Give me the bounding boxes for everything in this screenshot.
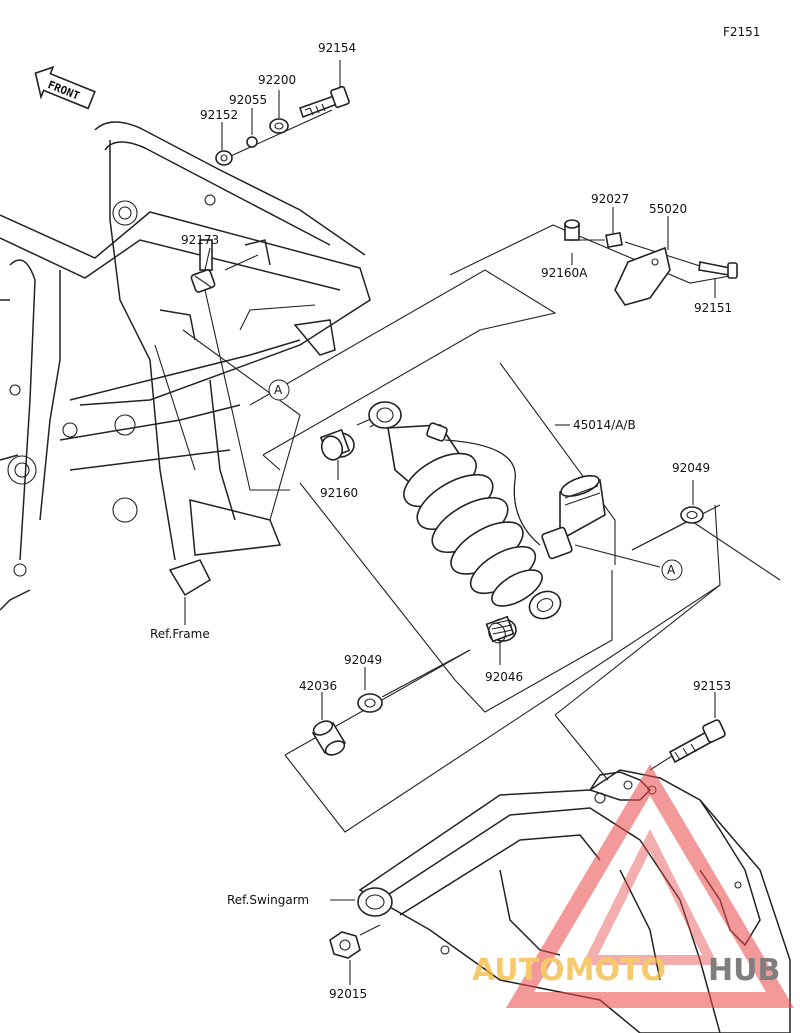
label-92055: 92055	[229, 93, 267, 107]
watermark-part1: AUTOMOTO	[472, 953, 666, 988]
label-92200: 92200	[258, 73, 296, 87]
label-42036: 42036	[299, 679, 337, 693]
label-92160a: 92160A	[541, 266, 588, 280]
label-92153: 92153	[693, 679, 731, 693]
watermark-part2: HUB	[708, 953, 780, 988]
spacer-92027-icon	[605, 231, 623, 249]
bearing-92046-icon	[485, 615, 517, 644]
label-92046: 92046	[485, 670, 523, 684]
ref-swingarm-label: Ref.Swingarm	[227, 893, 309, 907]
label-92027: 92027	[591, 192, 629, 206]
collar-92160a-icon	[564, 219, 580, 241]
label-92173: 92173	[181, 233, 219, 247]
sleeve-42036-icon	[311, 720, 347, 756]
bolt-92154-icon	[298, 85, 350, 119]
label-92154: 92154	[318, 41, 356, 55]
bolt-92173-icon	[190, 269, 216, 293]
shock-absorber-icon	[368, 401, 606, 620]
nut-92152-icon	[215, 150, 233, 166]
label-55020: 55020	[649, 202, 687, 216]
frame-drawing	[0, 121, 371, 611]
front-arrow-icon: FRONT	[34, 65, 96, 110]
svg-text:A: A	[274, 383, 283, 397]
figure-code: F2151	[723, 25, 760, 39]
bolt-92151-icon	[698, 261, 738, 279]
washer-92200-icon	[269, 118, 289, 134]
callout-marker-a-frame: A	[268, 379, 290, 401]
label-92160: 92160	[320, 486, 358, 500]
bolt-92153-icon	[668, 719, 726, 764]
svg-text:A: A	[667, 563, 676, 577]
ring-92055-icon	[246, 136, 258, 148]
watermark-logo: AUTOMOTO HUB	[472, 764, 795, 1008]
nut-92015-icon	[329, 931, 361, 959]
label-92151: 92151	[694, 301, 732, 315]
label-92152: 92152	[200, 108, 238, 122]
bushing-92160-icon	[319, 428, 355, 461]
seal-92049-bottom-icon	[357, 693, 383, 713]
label-92049-top: 92049	[672, 461, 710, 475]
ref-frame-label: Ref.Frame	[150, 627, 210, 641]
bracket-55020-icon	[614, 246, 671, 306]
label-92015: 92015	[329, 987, 367, 1001]
label-45014: 45014/A/B	[573, 418, 636, 432]
seal-92049-top-icon	[680, 506, 704, 524]
swingarm-drawing	[357, 769, 791, 1033]
callout-marker-a-shock: A	[661, 559, 683, 581]
label-92049-bottom: 92049	[344, 653, 382, 667]
